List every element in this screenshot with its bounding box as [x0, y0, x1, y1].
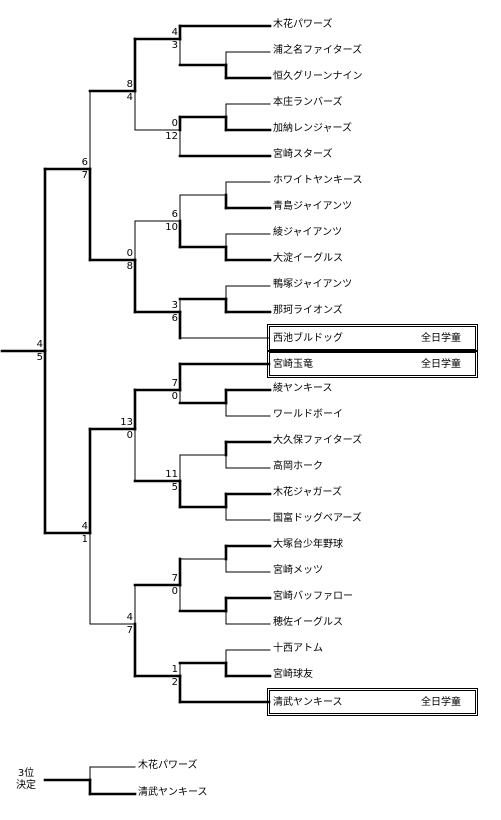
team-name: 十西アトム: [273, 643, 323, 654]
seed-box-tag: 全日学童: [421, 359, 461, 370]
score-top: 7: [171, 378, 178, 389]
score-bottom: 6: [171, 313, 178, 324]
seed-box-miyazaki-gyokuryu: 宮崎玉竜 全日学童: [267, 350, 478, 378]
team-name: 恒久グリーンナイン: [273, 71, 363, 82]
team-name: 宮崎バッファロー: [273, 591, 353, 602]
team-name: 木花ジャガーズ: [273, 487, 342, 498]
team-name: 加納レンジャーズ: [273, 123, 352, 134]
seed-box-tag: 全日学童: [421, 697, 461, 708]
team-name: 那珂ライオンズ: [273, 305, 343, 316]
score-top: 13: [120, 417, 133, 428]
team-name: 浦之名ファイターズ: [273, 45, 363, 56]
third-place-team: 木花パワーズ: [138, 760, 198, 771]
score-bottom: 12: [165, 131, 178, 142]
score-top: 11: [165, 469, 178, 480]
seed-box-nishiike: 西池ブルドッグ 全日学童: [267, 324, 478, 352]
score-top: 1: [171, 664, 178, 675]
third-place-title-line2: 決定: [16, 780, 36, 791]
third-place-title: 3位 決定: [16, 768, 36, 792]
team-name: 宮崎スターズ: [273, 149, 333, 160]
score-top: 3: [171, 300, 178, 311]
score-top: 4: [171, 27, 178, 38]
team-name: 木花パワーズ: [273, 19, 333, 30]
score-bottom: 7: [81, 170, 88, 181]
score-top: 6: [171, 209, 178, 220]
score-bottom: 7: [126, 625, 133, 636]
score-top: 0: [126, 248, 133, 259]
third-place-team: 清武ヤンキース: [138, 787, 208, 798]
score-bottom: 3: [171, 40, 178, 51]
score-top: 8: [126, 79, 133, 90]
score-bottom: 1: [81, 534, 88, 545]
team-name: 綾ヤンキース: [273, 383, 333, 394]
third-place-title-line1: 3位: [17, 768, 35, 779]
seed-box-team-name: 清武ヤンキース: [273, 697, 343, 708]
score-top: 0: [171, 118, 178, 129]
score-bottom: 10: [165, 222, 178, 233]
score-bottom: 0: [171, 586, 178, 597]
score-top: 6: [81, 157, 88, 168]
score-bottom: 0: [171, 391, 178, 402]
team-name: 大塚台少年野球: [273, 539, 343, 550]
score-top: 7: [171, 573, 178, 584]
seed-box-tag: 全日学童: [421, 333, 461, 344]
seed-box-team-name: 宮崎玉竜: [273, 359, 313, 370]
team-name: ホワイトヤンキース: [273, 175, 363, 186]
team-name: 大久保ファイターズ: [273, 435, 363, 446]
seed-box-team-name: 西池ブルドッグ: [273, 333, 343, 344]
team-name: 高岡ホーク: [273, 461, 323, 472]
team-name: 綾ジャイアンツ: [273, 227, 343, 238]
score-bottom: 5: [171, 482, 178, 493]
team-name: ワールドボーイ: [273, 409, 343, 420]
score-top: 4: [81, 521, 88, 532]
team-name: 鴨塚ジャイアンツ: [273, 279, 353, 290]
team-name: 宮崎球友: [273, 669, 313, 680]
score-bottom: 0: [126, 430, 133, 441]
team-name: 国富ドッグベアーズ: [273, 513, 362, 524]
score-bottom: 4: [126, 92, 133, 103]
seed-box-kiyotake: 清武ヤンキース 全日学童: [267, 688, 478, 716]
score-bottom: 5: [36, 352, 43, 363]
score-bottom: 2: [171, 677, 178, 688]
team-name: 宮崎メッツ: [273, 565, 323, 576]
team-name: 大淀イーグルス: [273, 253, 343, 264]
team-name: 穂佐イーグルス: [273, 617, 343, 628]
team-name: 青島ジャイアンツ: [273, 201, 353, 212]
score-bottom: 8: [126, 261, 133, 272]
score-top: 4: [126, 612, 133, 623]
score-top: 4: [36, 339, 43, 350]
team-name: 本庄ランバーズ: [273, 97, 343, 108]
